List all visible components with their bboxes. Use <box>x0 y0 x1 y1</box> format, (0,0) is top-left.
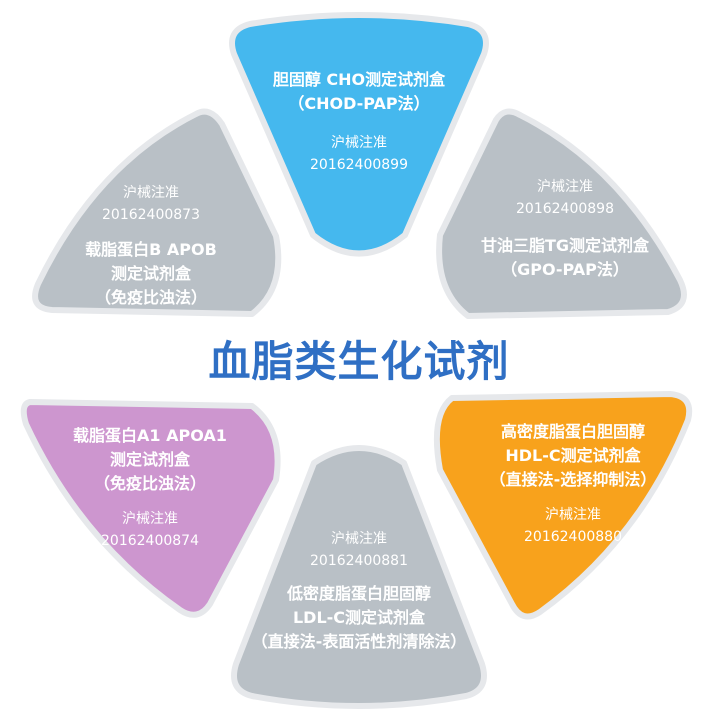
petal-bottom-left-name-line2: 测定试剂盒 <box>109 450 190 469</box>
petal-top-reg-number: 20162400899 <box>310 157 408 173</box>
petal-top-right-reg-label: 沪械注准 <box>537 179 593 195</box>
petal-bottom-right-name-line1: 高密度脂蛋白胆固醇 <box>500 422 645 441</box>
petal-top-name-line1: 胆固醇 CHO测定试剂盒 <box>272 70 446 89</box>
petal-top-left-name-line3: （免疫比浊法） <box>94 288 207 307</box>
center-title: 血脂类生化试剂 <box>208 337 510 386</box>
petal-bottom-left-text: 载脂蛋白A1 APOA1 测定试剂盒 （免疫比浊法） 沪械注准 20162400… <box>40 424 260 552</box>
petal-top-name-line2: （CHOD-PAP法） <box>288 94 430 113</box>
petal-top-right-shape <box>436 108 687 319</box>
petal-bottom-text: 沪械注准 20162400881 低密度脂蛋白胆固醇 LDL-C测定试剂盒 （直… <box>230 528 488 654</box>
petal-bottom-left-shape <box>20 399 281 618</box>
petal-top-right-reg-number: 20162400898 <box>516 201 614 217</box>
petal-top-text: 胆固醇 CHO测定试剂盒 （CHOD-PAP法） 沪械注准 2016240089… <box>230 68 488 176</box>
petal-bottom-left-reg-number: 20162400874 <box>101 533 199 549</box>
petal-bottom-right-text: 高密度脂蛋白胆固醇 HDL-C测定试剂盒 （直接法-选择抑制法） 沪械注准 20… <box>466 420 680 548</box>
petal-bottom-right-reg-number: 20162400880 <box>524 529 622 545</box>
petal-bottom-left-name-line1: 载脂蛋白A1 APOA1 <box>73 426 227 445</box>
petal-bottom-left-reg-label: 沪械注准 <box>122 511 178 527</box>
petal-bottom-reg-number: 20162400881 <box>310 553 408 569</box>
petal-top-reg-label: 沪械注准 <box>331 135 387 151</box>
petal-top-left-name-line1: 载脂蛋白B APOB <box>85 240 217 259</box>
petal-top-left-name-line2: 测定试剂盒 <box>110 264 191 283</box>
petal-bottom-right-reg-label: 沪械注准 <box>545 507 601 523</box>
petal-top-right-text: 沪械注准 20162400898 甘油三脂TG测定试剂盒 （GPO-PAP法） <box>460 176 670 282</box>
petal-bottom-right-name-line2: HDL-C测定试剂盒 <box>505 446 641 465</box>
petal-bottom-name-line3: （直接法-表面活性剂清除法） <box>251 632 467 651</box>
petal-top-right-name-line1: 甘油三脂TG测定试剂盒 <box>480 236 650 255</box>
petal-bottom-left-name-line3: （免疫比浊法） <box>93 474 206 493</box>
petal-top-left-reg-number: 20162400873 <box>102 207 200 223</box>
petal-bottom-right-shape <box>433 391 693 620</box>
petal-top-shape <box>229 12 489 257</box>
petal-bottom-reg-label: 沪械注准 <box>331 531 387 547</box>
petal-top-left-text: 沪械注准 20162400873 载脂蛋白B APOB 测定试剂盒 （免疫比浊法… <box>46 182 256 310</box>
petal-top-right-name-line2: （GPO-PAP法） <box>501 260 629 279</box>
petal-top-left-reg-label: 沪械注准 <box>123 185 179 201</box>
petal-bottom-name-line1: 低密度脂蛋白胆固醇 <box>286 584 431 603</box>
petal-top-left-shape <box>32 108 282 317</box>
petal-bottom-right-name-line3: （直接法-选择抑制法） <box>489 470 657 489</box>
petal-bottom-shape <box>231 445 487 709</box>
petal-bottom-name-line2: LDL-C测定试剂盒 <box>292 608 426 627</box>
